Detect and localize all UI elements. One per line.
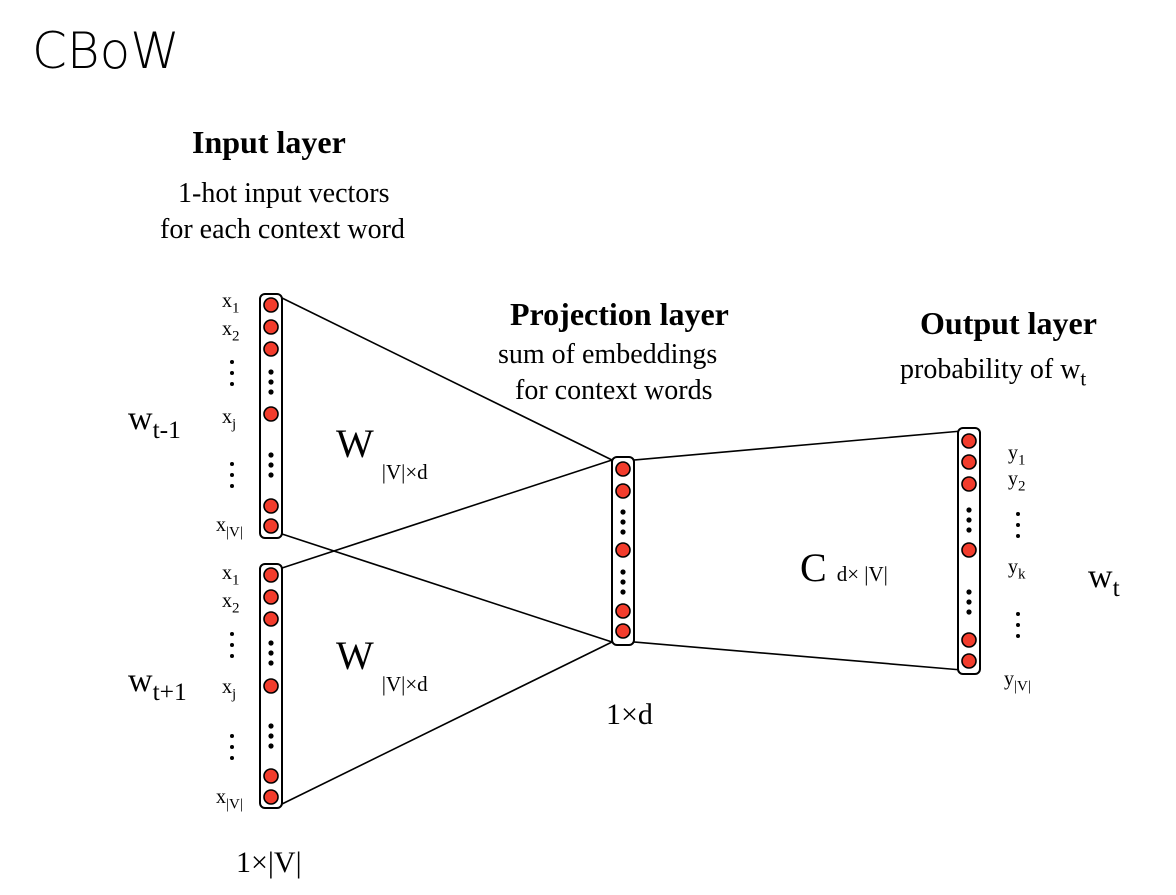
node — [263, 611, 279, 627]
node — [615, 603, 631, 619]
node — [263, 589, 279, 605]
projection-dim: 1×d — [606, 698, 653, 731]
input-dim: 1×|V| — [236, 846, 302, 879]
output-label-y1: y1 — [1008, 442, 1026, 469]
input-1-label-x1: x1 — [222, 290, 240, 317]
context-word-1: wt-1 — [128, 400, 181, 444]
input-1-label-x2: x2 — [222, 318, 240, 345]
edge-input1-bottom-to-projection — [281, 533, 613, 643]
input-2-label-xj: xj — [222, 676, 237, 703]
input-2-label-xv: x|V| — [216, 786, 243, 813]
node — [615, 623, 631, 639]
target-word: wt — [1088, 558, 1120, 602]
node — [961, 632, 977, 648]
node — [263, 678, 279, 694]
output-layer-desc: probability of wt — [900, 354, 1087, 391]
edge-input2-top-to-projection — [281, 459, 613, 569]
edge-projection-top-to-output — [633, 430, 963, 461]
node — [263, 406, 279, 422]
projection-layer-heading: Projection layer — [510, 296, 729, 332]
edge-input2-bottom-to-projection — [281, 641, 613, 805]
node — [615, 542, 631, 558]
node — [263, 567, 279, 583]
node — [263, 768, 279, 784]
node — [263, 518, 279, 534]
node — [961, 653, 977, 669]
edge-projection-bottom-to-output — [633, 641, 963, 671]
input-layer-desc-2: for each context word — [160, 214, 405, 245]
output-label-y2: y2 — [1008, 468, 1026, 495]
output-label-yv: y|V| — [1004, 668, 1031, 695]
node — [263, 341, 279, 357]
output-vector — [957, 427, 981, 675]
connection-lines — [281, 297, 963, 805]
label-ellipses — [230, 360, 1020, 760]
input-1-label-xj: xj — [222, 406, 237, 433]
node — [615, 461, 631, 477]
input-2-label-x2: x2 — [222, 590, 240, 617]
input-vector-1 — [259, 293, 283, 539]
edge-input1-top-to-projection — [281, 297, 613, 461]
node — [961, 476, 977, 492]
output-layer-heading: Output layer — [920, 305, 1097, 341]
output-label-yk: yk — [1008, 556, 1026, 583]
node — [263, 498, 279, 514]
node — [615, 483, 631, 499]
input-layer-desc-1: 1-hot input vectors — [178, 178, 390, 209]
node — [263, 319, 279, 335]
node — [961, 454, 977, 470]
node — [961, 542, 977, 558]
node — [263, 297, 279, 313]
context-word-2: wt+1 — [128, 662, 187, 706]
projection-vector — [611, 456, 635, 646]
projection-layer-desc-1: sum of embeddings — [498, 339, 718, 370]
projection-layer-desc-2: for context words — [515, 375, 713, 406]
input-1-label-xv: x|V| — [216, 514, 243, 541]
weight-w-label-2: W|V|×d — [336, 633, 428, 696]
input-layer-heading: Input layer — [192, 124, 346, 160]
input-vector-2 — [259, 563, 283, 809]
node — [263, 789, 279, 805]
slide-title: CBoW — [32, 22, 180, 80]
node — [961, 433, 977, 449]
weight-w-label-1: W|V|×d — [336, 421, 428, 484]
input-2-label-x1: x1 — [222, 562, 240, 589]
